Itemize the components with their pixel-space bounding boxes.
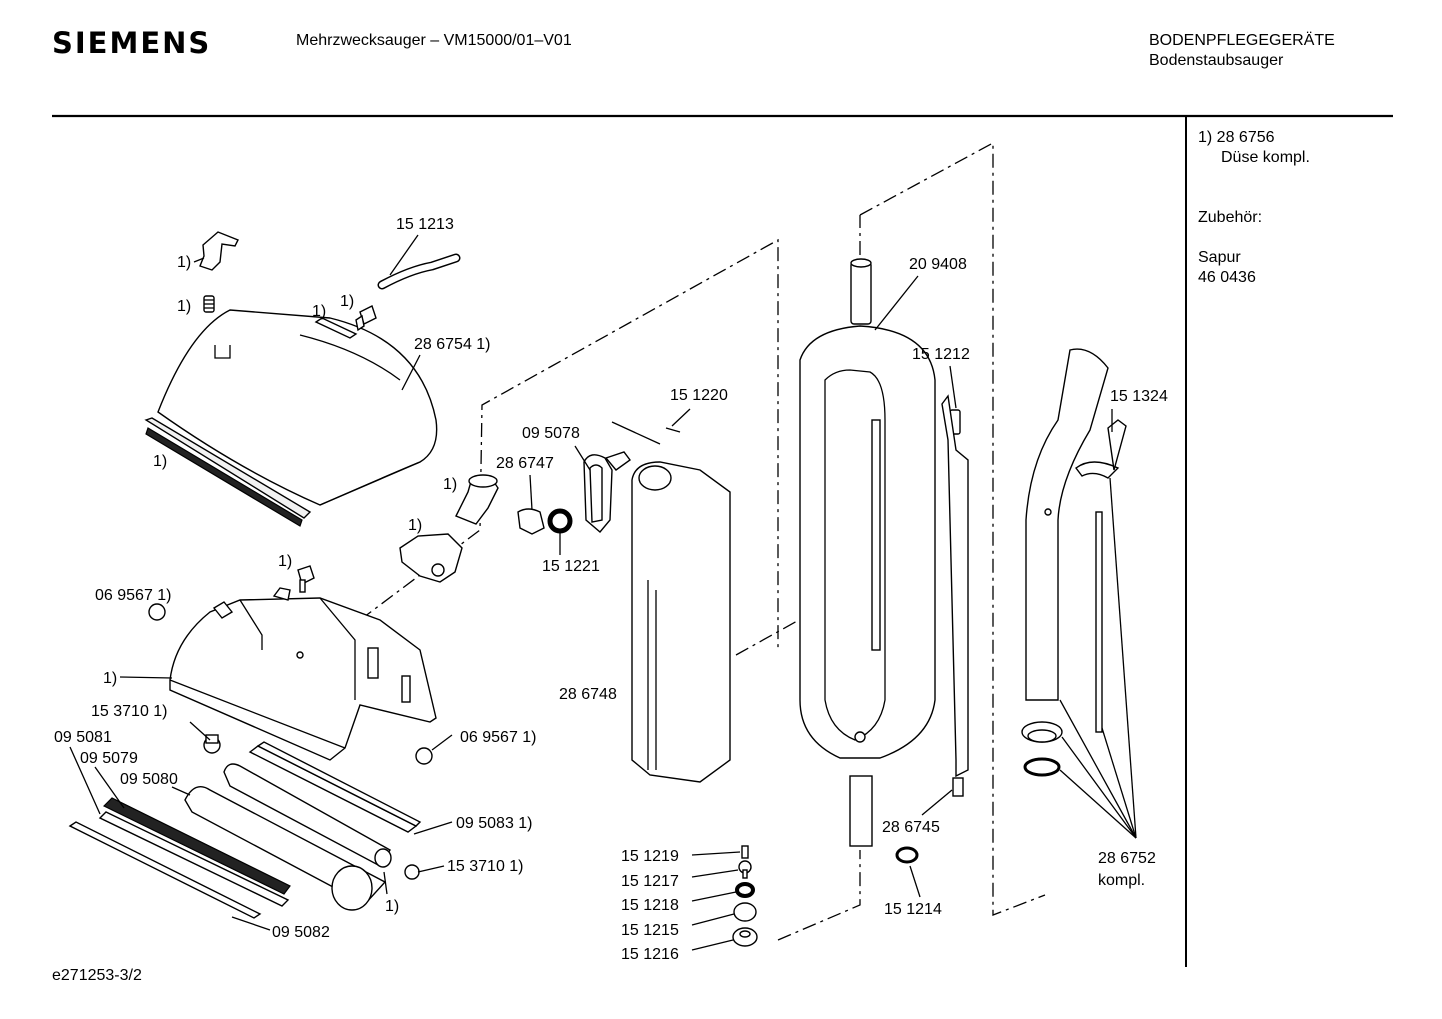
rod-28-6745-part: [941, 394, 969, 797]
rod-part: [223, 763, 392, 868]
callout-28-6754: 28 6754 1): [414, 336, 491, 353]
nozzle-lid-part: [157, 309, 438, 506]
spring-wire-part: [611, 421, 681, 445]
ring-upper-part: [1021, 721, 1063, 743]
filter-bag-part: [631, 461, 731, 783]
assembly-line-bottom: [777, 850, 861, 941]
callout-1-bristle-top: 1): [153, 453, 167, 470]
callout-09-5082: 09 5082: [272, 924, 330, 941]
screw-part: [355, 305, 377, 332]
callout-1-screw: 1): [340, 293, 354, 310]
callout-28-6745: 28 6745: [882, 819, 940, 836]
swivel-joint-part: [399, 533, 463, 583]
clamp-15-1214-part: [895, 846, 919, 864]
accessory-name: Sapur: [1198, 249, 1241, 266]
category-main: BODENPFLEGEGERÄTE: [1149, 32, 1335, 49]
callout-09-5079: 09 5079: [80, 750, 138, 767]
callout-15-1217: 15 1217: [621, 873, 679, 890]
callout-28-6748: 28 6748: [559, 686, 617, 703]
callout-09-5078: 09 5078: [522, 425, 580, 442]
callout-15-1220: 15 1220: [670, 387, 728, 404]
cap-right-part: [404, 864, 420, 880]
callout-kompl: kompl.: [1098, 872, 1145, 889]
page-title: Mehrzwecksauger – VM15000/01–V01: [296, 32, 572, 49]
callout-15-1221: 15 1221: [542, 558, 600, 575]
accessory-number: 46 0436: [1198, 269, 1256, 286]
elbow-connector-part: [455, 474, 499, 525]
note-reference: 1) 28 6756: [1198, 129, 1275, 146]
callout-1-clip: 1): [177, 254, 191, 271]
callout-15-1216: 15 1216: [621, 946, 679, 963]
wheel-left-part: [148, 603, 166, 621]
callout-20-9408: 20 9408: [909, 256, 967, 273]
leader-lines: [69, 234, 1137, 951]
stack-15-1215-part: [733, 902, 757, 922]
callout-1-screw-small: 1): [278, 553, 292, 570]
brand-logo: SIEMENS: [52, 26, 212, 60]
callout-15-1213: 15 1213: [396, 216, 454, 233]
handle-tube-part: [1025, 348, 1127, 733]
screw-small-part: [297, 565, 315, 593]
accessories-label: Zubehör:: [1198, 209, 1263, 226]
callout-09-5081: 09 5081: [54, 729, 112, 746]
ring-lower-part: [1023, 757, 1061, 777]
assembly-line-cover-top: [859, 141, 1046, 916]
stack-15-1218-part: [735, 882, 755, 898]
callout-1-seal: 1): [312, 303, 326, 320]
nozzle-housing-part: [169, 587, 437, 761]
callout-06-9567-left: 06 9567 1): [95, 587, 172, 604]
cap-15-3710-part: [203, 734, 221, 754]
seal-strip-part: [314, 317, 358, 339]
bag-clip-part: [517, 508, 545, 535]
bristle-strip-part: [68, 797, 291, 919]
wheel-right-part: [415, 747, 433, 765]
spring-part: [203, 295, 215, 313]
document-id: e271253-3/2: [52, 967, 142, 984]
callout-15-3710-right: 15 3710 1): [447, 858, 524, 875]
stack-15-1216-part: [732, 927, 758, 947]
callout-15-1219: 15 1219: [621, 848, 679, 865]
callout-09-5080: 09 5080: [120, 771, 178, 788]
category-sub: Bodenstaubsauger: [1149, 52, 1284, 69]
callout-15-1214: 15 1214: [884, 901, 942, 918]
callout-1-rod: 1): [385, 898, 399, 915]
callout-1-housing: 1): [103, 670, 117, 687]
bristle-strip-top-part: [144, 417, 312, 527]
callout-15-1218: 15 1218: [621, 897, 679, 914]
callout-15-3710-left: 15 3710 1): [91, 703, 168, 720]
callout-1-spring: 1): [177, 298, 191, 315]
callout-09-5083: 09 5083 1): [456, 815, 533, 832]
callout-15-1324: 15 1324: [1110, 388, 1168, 405]
callout-15-1212: 15 1212: [912, 346, 970, 363]
seal-ring-part: [547, 508, 573, 534]
rail-part: [248, 741, 422, 833]
clip-part: [199, 231, 239, 271]
stack-15-1219-part: [741, 845, 749, 859]
callout-1-swivel: 1): [408, 517, 422, 534]
main-cover-part: [799, 258, 936, 847]
callout-28-6752: 28 6752: [1098, 850, 1156, 867]
callout-15-1215: 15 1215: [621, 922, 679, 939]
note-text: Düse kompl.: [1221, 149, 1310, 166]
callout-06-9567-right: 06 9567 1): [460, 729, 537, 746]
callout-28-6747: 28 6747: [496, 455, 554, 472]
stack-15-1217-part: [738, 860, 752, 879]
bag-holder-part: [583, 451, 631, 533]
callout-1-elbow: 1): [443, 476, 457, 493]
